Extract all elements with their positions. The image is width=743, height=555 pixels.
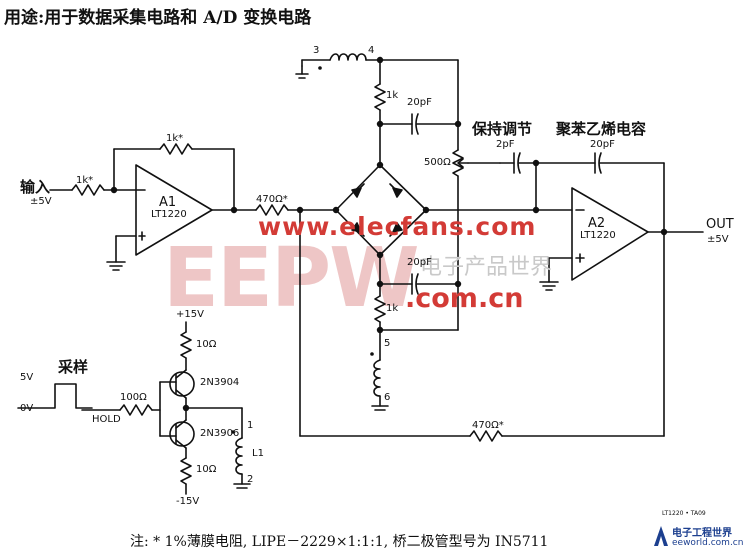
r100-label: 100Ω (120, 392, 147, 403)
c20p-top-label: 20pF (407, 97, 432, 108)
r10-top-label: 10Ω (196, 339, 217, 350)
opamp-a2 (571, 187, 649, 281)
c20p-fb-label: 20pF (590, 139, 615, 150)
coil-dot-top (318, 66, 322, 70)
resistor-10-bottom (180, 457, 192, 485)
resistor-470-top (255, 204, 289, 216)
minus15-label: -15V (176, 496, 200, 507)
opamp-a1 (135, 164, 213, 256)
watermark-com: .com.cn (405, 283, 524, 314)
a2-part: LT1220 (580, 230, 616, 241)
r1k-top-label: 1k (386, 90, 399, 101)
coil-dot-l1 (231, 430, 235, 434)
pin4-label: 4 (368, 45, 375, 56)
resistor-input (71, 184, 105, 196)
r1k-bot-label: 1k (386, 303, 399, 314)
input-range: ±5V (30, 196, 52, 207)
eeworld-logo-icon (654, 526, 668, 546)
q1-label: 2N3904 (200, 377, 240, 388)
a2-name: A2 (588, 216, 606, 231)
pin3-label: 3 (313, 45, 320, 56)
transistor-q1 (169, 369, 195, 399)
coil-top (329, 53, 367, 61)
trim-pot-label: 500Ω (424, 157, 451, 168)
coil-dot-bottom (370, 352, 374, 356)
page-title: 用途:用于数据采集电路和 A/D 变换电路 (4, 8, 312, 28)
v0-label: 0V (20, 403, 34, 414)
resistor-1k-top (374, 83, 386, 111)
r-fb-label: 1k* (166, 133, 184, 144)
hold-adjust-label: 保持调节 (472, 120, 533, 138)
input-label: 输入 (20, 178, 51, 196)
resistor-1k-bottom (374, 295, 386, 323)
out-label: OUT (706, 217, 734, 232)
pin5-label: 5 (384, 338, 391, 349)
hold-label: HOLD (92, 414, 121, 425)
coil-bottom (373, 359, 381, 397)
a1-name: A1 (159, 195, 177, 210)
out-range: ±5V (707, 234, 729, 245)
coil-l1 (235, 437, 243, 475)
q2-label: 2N3906 (200, 428, 240, 439)
trim-pot-500 (452, 149, 464, 177)
plus15-label: +15V (176, 309, 204, 320)
footnote: 注: * 1%薄膜电阻, LIPE－2229×1:1:1, 桥二极管型号为 IN… (130, 534, 549, 550)
c2p-label: 2pF (496, 139, 515, 150)
a1-part: LT1220 (151, 209, 187, 220)
v5-label: 5V (20, 372, 34, 383)
resistor-470-bottom (469, 430, 503, 442)
sample-label: 采样 (58, 358, 89, 376)
l1-label: L1 (252, 448, 264, 459)
watermark-domain: www.elecfans.com (258, 212, 537, 241)
r-in-label: 1k* (76, 175, 94, 186)
r470-top-label: 470Ω* (256, 194, 288, 205)
resistor-feedback (159, 143, 193, 155)
transistor-q2 (169, 419, 195, 449)
corner-logo-url: eeworld.com.cn (672, 538, 743, 548)
figure-code: LT1220 • TA09 (662, 510, 706, 517)
l1-pin2-label: 2 (247, 474, 254, 485)
resistor-10-top (180, 331, 192, 359)
polystyrene-label: 聚苯乙烯电容 (556, 120, 647, 138)
watermark-cn: 电子产品世界 (420, 255, 553, 280)
sample-pulse (17, 383, 93, 409)
l1-pin1-label: 1 (247, 420, 254, 431)
r470-bot-label: 470Ω* (472, 420, 504, 431)
corner-logo-name: 电子工程世界 (672, 528, 732, 539)
resistor-100 (119, 404, 153, 416)
pin6-label: 6 (384, 392, 391, 403)
c20p-bot-label: 20pF (407, 257, 432, 268)
r10-bot-label: 10Ω (196, 464, 217, 475)
